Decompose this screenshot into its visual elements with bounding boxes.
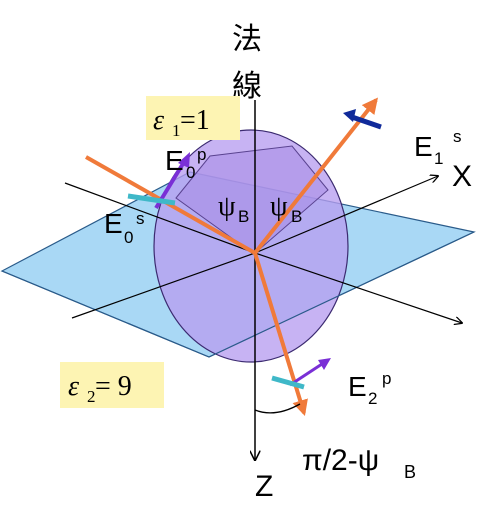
e0s-label-sub: 0 [124,228,133,247]
e2p-vector [289,362,323,387]
plane-front-edge [208,231,475,358]
eps2-value: = 9 [95,371,132,402]
e1s-label: E [414,131,433,162]
x-axis-label: X [452,160,472,193]
eps1-sub: 1 [172,121,181,140]
eps1-symbol: ε [153,105,164,136]
e1s-label-sub: 1 [434,149,443,168]
e2p-arrowhead [318,358,331,370]
e2s-vector [271,375,305,390]
psi-b-right: ψ [270,191,288,222]
psi-b-left-sub: B [238,207,249,226]
e1s-vector [351,114,382,130]
e0p-label-sup: p [197,145,206,164]
psi-b-right-sub: B [291,207,302,226]
z-axis-label: Z [255,470,273,503]
e0s-vector [127,193,176,206]
eps2-box [60,362,164,408]
y-axis-line [71,252,256,319]
angle-label-sub: B [404,462,416,482]
eps2-symbol: ε [68,371,79,402]
eps2-sub: 2 [87,387,96,406]
e0s-label: E [104,208,123,239]
incident-ray [85,155,256,255]
reflected-ray [253,97,378,255]
x-axis-line [64,182,256,254]
e0p-arrowhead [178,152,190,168]
e2p-label-sup: p [382,369,391,388]
normal-label-1: 法 [232,22,262,57]
e2p-label-sub: 2 [368,389,377,408]
e0p-label-sub: 0 [186,163,195,182]
angle-arc [254,403,301,414]
eps1-value: =1 [180,105,210,136]
eps1-box [146,96,240,140]
x-axis-forward [254,176,438,254]
y-axis-forward [254,252,462,323]
psi-b-left: ψ [218,191,236,222]
e0s-label-sup: s [136,209,145,228]
e0p-label: E [165,145,184,176]
angle-label: π/2-ψ [302,444,379,477]
e1s-label-sup: s [453,127,462,146]
e1s-arrowhead [343,109,356,122]
plane-left-edge [1,270,210,358]
e2p-label: E [348,371,367,402]
